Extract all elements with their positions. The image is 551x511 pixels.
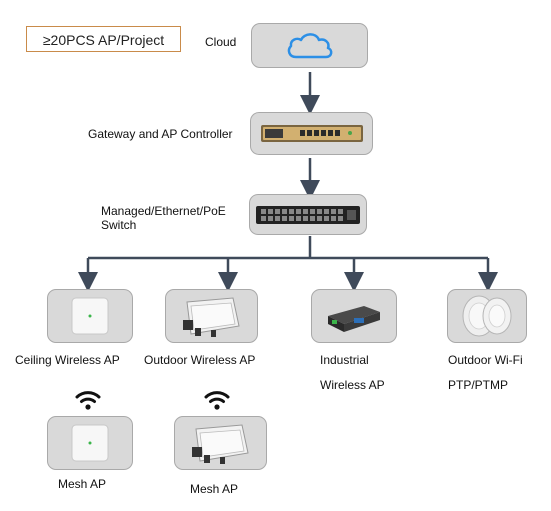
gateway-label: Gateway and AP Controller	[88, 127, 233, 142]
switch-node	[249, 194, 367, 235]
outdoor-ap-icon	[190, 421, 252, 465]
cloud-label: Cloud	[205, 35, 236, 50]
wifi-icon	[203, 388, 231, 412]
mesh-ap-1-node	[47, 416, 133, 470]
outdoor-ap-node	[165, 289, 258, 343]
switch-label-line1: Managed/Ethernet/PoE	[101, 204, 226, 219]
outdoor-wifi-antenna-icon	[459, 293, 515, 339]
ceiling-ap-label: Ceiling Wireless AP	[15, 353, 120, 368]
cloud-node	[251, 23, 368, 68]
switch-label-line2: Switch	[101, 218, 136, 233]
outdoor-wifi-label-line1: Outdoor Wi-Fi	[448, 348, 523, 373]
outdoor-ap-icon	[181, 294, 243, 338]
outdoor-ap-label: Outdoor Wireless AP	[144, 353, 255, 368]
outdoor-wifi-node	[447, 289, 527, 343]
industrial-ap-icon	[324, 298, 384, 334]
mesh-ap-2-node	[174, 416, 267, 470]
wifi-icon	[74, 388, 102, 412]
industrial-ap-label-line2: Wireless AP	[320, 373, 385, 398]
mesh-ap-2-label: Mesh AP	[190, 482, 238, 497]
cloud-icon	[284, 30, 336, 62]
ceiling-ap-icon	[70, 423, 110, 463]
ceiling-ap-icon	[70, 296, 110, 336]
gateway-device-icon	[260, 121, 364, 147]
switch-device-icon	[255, 204, 361, 226]
outdoor-wifi-label-line2: PTP/PTMP	[448, 373, 508, 398]
project-badge: ≥20PCS AP/Project	[26, 26, 181, 52]
industrial-ap-label-line1: Industrial	[320, 348, 369, 373]
gateway-node	[250, 112, 373, 155]
industrial-ap-node	[311, 289, 397, 343]
mesh-ap-1-label: Mesh AP	[58, 477, 106, 492]
ceiling-ap-node	[47, 289, 133, 343]
